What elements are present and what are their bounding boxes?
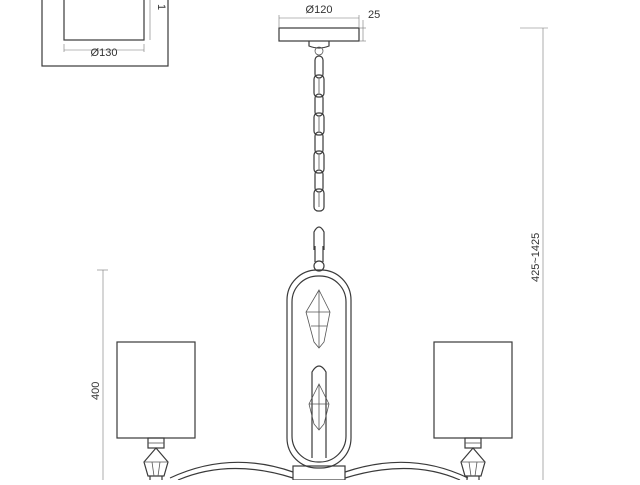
shade-detail-outer-frame [41, 0, 169, 67]
shade-detail-height-label: 1 [155, 4, 167, 10]
chain-link [313, 188, 325, 212]
chain-clasp [313, 226, 325, 250]
upper-crystal [305, 289, 331, 349]
frame-oval-outer [286, 269, 352, 469]
chain-link [314, 93, 324, 117]
left-lamp [116, 341, 196, 480]
lower-crystal-facets [309, 384, 329, 430]
canopy-ring [314, 46, 324, 56]
right-arm-upper [344, 461, 469, 479]
shade-height-label: 400 [90, 382, 102, 400]
right-arm-lower [344, 467, 461, 481]
left-arm-lower [177, 467, 294, 481]
center-frame [286, 246, 352, 481]
chain-link [313, 74, 325, 98]
chain-link [314, 55, 324, 79]
left-arm-upper [169, 461, 294, 479]
canopy-height-label: 25 [368, 9, 380, 21]
inner-loop [311, 365, 327, 458]
shade-height-dimension: 400 [90, 269, 108, 480]
chain-link [314, 131, 324, 155]
left-crystal-cup-facets [144, 461, 168, 477]
canopy-hook [308, 41, 330, 49]
frame-top-ring [313, 260, 325, 272]
canopy-plate [278, 27, 360, 42]
right-lamp [433, 341, 513, 480]
frame-oval-inner [291, 275, 347, 463]
shade-detail-view: Ø130 1 [41, 0, 169, 67]
chain-link [314, 169, 324, 193]
chain [313, 55, 325, 250]
right-shade [433, 341, 513, 439]
shade-detail-shade [63, 0, 145, 41]
right-crystal-cup-facets [461, 461, 485, 477]
canopy-diameter-label: Ø120 [306, 4, 333, 16]
overall-height-dimension: 425~1425 [520, 27, 548, 480]
left-crystal-cup [143, 447, 169, 477]
upper-crystal-facets [306, 290, 330, 348]
overall-height-label: 425~1425 [530, 233, 542, 282]
chain-link [313, 150, 325, 174]
chain-link [313, 112, 325, 136]
left-shade [116, 341, 196, 439]
shade-detail-diameter-label: Ø130 [91, 47, 118, 59]
canopy: Ø120 25 [278, 4, 380, 56]
right-crystal-cup [460, 447, 486, 477]
